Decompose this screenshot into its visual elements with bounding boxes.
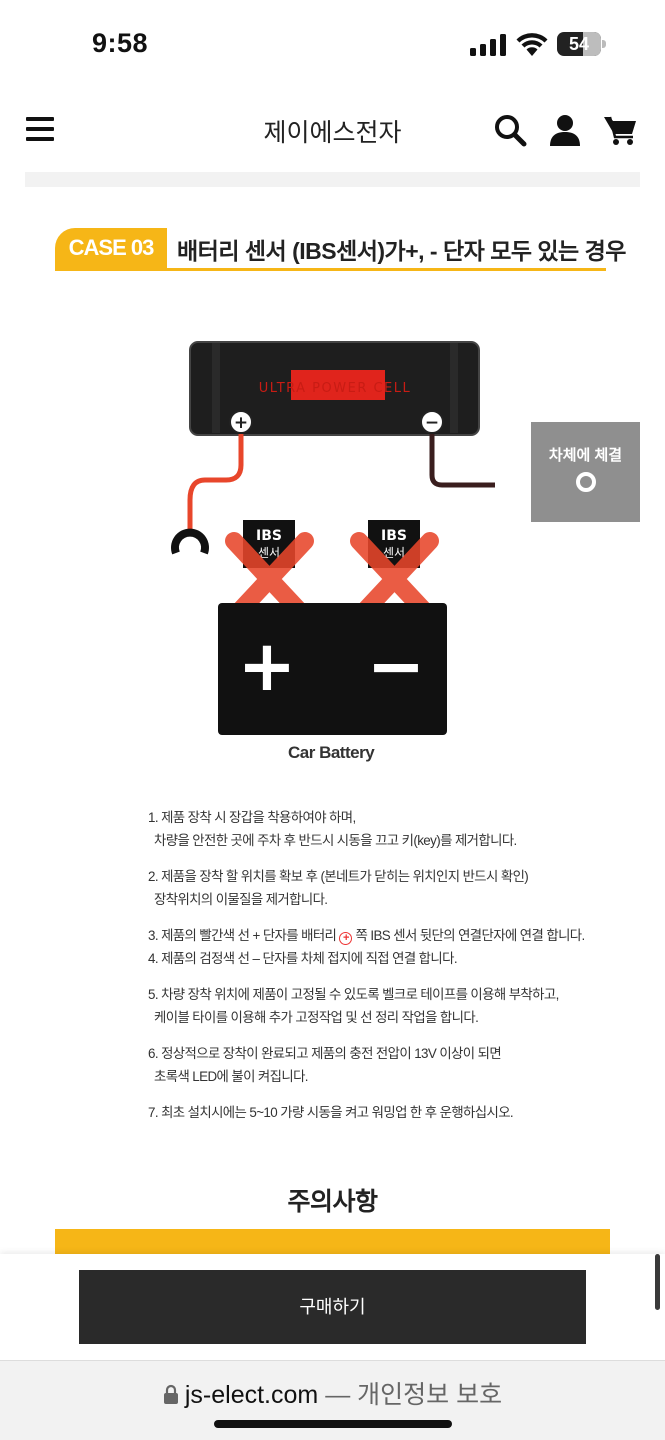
url-domain: js-elect.com [184, 1381, 319, 1409]
svg-text:센서: 센서 [258, 546, 280, 560]
browser-address-bar[interactable]: js-elect.com — 개인정보 보호 [0, 1360, 665, 1440]
power-cell-device: ULTRA POWER CELL [189, 341, 480, 436]
step-3: 3. 제품의 빨간색 선 + 단자를 배터리 + 쪽 IBS 센서 뒷단의 연결… [148, 928, 585, 945]
content-divider [25, 172, 640, 187]
car-battery-icon: + − [218, 603, 447, 735]
black-wire [429, 434, 495, 488]
step-4: 4. 제품의 검정색 선 – 단자를 차체 접지에 직접 연결 합니다. [148, 951, 458, 966]
battery-percent: 54 [568, 34, 590, 54]
device-label-plate [291, 370, 385, 400]
svg-text:IBS: IBS [256, 528, 282, 544]
privacy-label: 개인정보 보호 [357, 1381, 503, 1409]
case-underline [55, 268, 606, 271]
cellular-signal-icon [470, 34, 506, 56]
device-minus-symbol: − [425, 413, 439, 433]
device-plus-terminal-icon [229, 410, 253, 434]
plus-circle-icon: + [339, 932, 353, 945]
status-bar: 9:58 54 [0, 0, 665, 90]
chassis-label: 차체에 체결 [548, 447, 623, 464]
wifi-icon [516, 33, 548, 56]
ibs-sensor-right: IBS 센서 [350, 520, 439, 626]
step-7: 7. 최초 설치시에는 5~10 가량 시동을 켜고 워밍업 한 후 운행하십시… [148, 1105, 514, 1120]
bolt-ring-icon [576, 472, 596, 492]
site-header: 제이에스전자 [0, 95, 665, 167]
step-2: 2. 제품을 장착 할 위치를 확보 후 (본네트가 닫히는 위치인지 반드시 … [148, 869, 529, 907]
url-line[interactable]: js-elect.com — 개인정보 보호 [0, 1375, 665, 1411]
url-separator: — [318, 1381, 358, 1409]
chassis-ground-box: 차체에 체결 [531, 422, 640, 522]
device-minus-terminal-icon [420, 410, 444, 434]
buy-button[interactable]: 구매하기 [79, 1270, 586, 1344]
scrollbar-thumb[interactable] [655, 1254, 660, 1310]
home-indicator[interactable] [214, 1420, 452, 1428]
shopping-cart-icon[interactable] [603, 113, 637, 147]
user-account-icon[interactable] [548, 113, 582, 147]
lock-icon [163, 1384, 178, 1404]
battery-icon: 54 [557, 32, 607, 56]
svg-text:센서: 센서 [383, 546, 405, 560]
step-6: 6. 정상적으로 장착이 완료되고 제품의 충전 전압이 13V 이상이 되면 … [148, 1046, 502, 1084]
svg-text:+: + [238, 625, 297, 707]
device-brand-text: ULTRA POWER CELL [259, 381, 412, 396]
installation-steps: 1. 제품 장착 시 장갑을 착용하여야 하며, 차량을 안전한 곳에 주차 후… [148, 806, 588, 1124]
step-1: 1. 제품 장착 시 장갑을 착용하여야 하며, 차량을 안전한 곳에 주차 후… [148, 810, 517, 848]
device-plus-symbol: + [234, 413, 248, 433]
caution-title: 주의사항 [287, 1188, 378, 1216]
search-icon[interactable] [493, 113, 527, 147]
buy-bar: 구매하기 [0, 1254, 665, 1360]
red-wire [187, 434, 244, 535]
svg-text:−: − [367, 625, 426, 707]
case-banner: CASE 03 배터리 센서 (IBS센서)가+, - 단자 모두 있는 경우 [55, 228, 626, 272]
case-badge: CASE 03 [55, 228, 167, 268]
status-time: 9:58 [92, 28, 149, 58]
wiring-diagram: ULTRA POWER CELL + − IBS 센서 IBS 센서 + [171, 341, 495, 735]
caution-header-bar [55, 1229, 610, 1255]
car-battery-label: Car Battery [288, 743, 375, 762]
case-title: 배터리 센서 (IBS센서)가+, - 단자 모두 있는 경우 [177, 238, 626, 264]
svg-text:IBS: IBS [381, 528, 407, 544]
step-5: 5. 차량 장착 위치에 제품이 고정될 수 있도록 벨크로 테이프를 이용해 … [148, 987, 559, 1025]
red-wire-lug-icon [171, 528, 209, 555]
ibs-sensor-left: IBS 센서 [225, 520, 314, 626]
hamburger-menu-icon[interactable] [26, 117, 54, 141]
